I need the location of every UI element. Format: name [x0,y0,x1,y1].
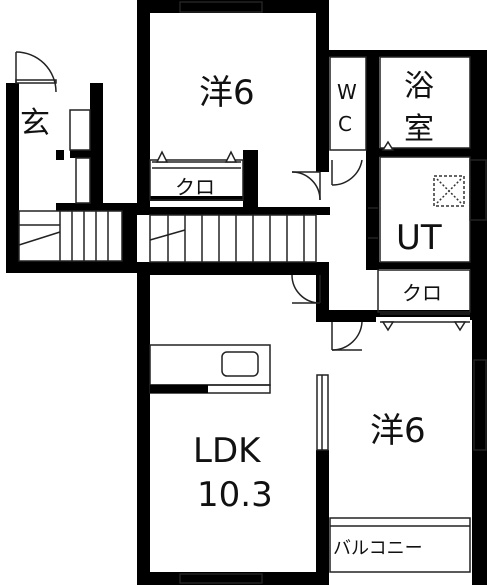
room-entrance: 玄 [20,106,50,141]
room-bedroom-upper: 洋6 [199,73,255,113]
room-bath-bottom: 室 [404,112,434,147]
room-ldk-name: LDK [193,431,261,471]
room-wc-top: W [337,80,357,104]
room-closet-right: クロ [402,281,442,305]
room-bedroom-lower: 洋6 [370,411,426,451]
room-utility: UT [396,218,442,258]
room-ldk-size: 10.3 [197,475,273,515]
room-balcony: バルコニー [333,538,423,559]
room-closet-upper: クロ [175,175,215,199]
room-wc-bottom: C [338,112,352,136]
hvac-icon [433,175,465,207]
room-bath-top: 浴 [404,69,434,104]
thin-lines [15,1,487,584]
accent-fills [56,150,208,393]
closet-marks [155,140,467,332]
